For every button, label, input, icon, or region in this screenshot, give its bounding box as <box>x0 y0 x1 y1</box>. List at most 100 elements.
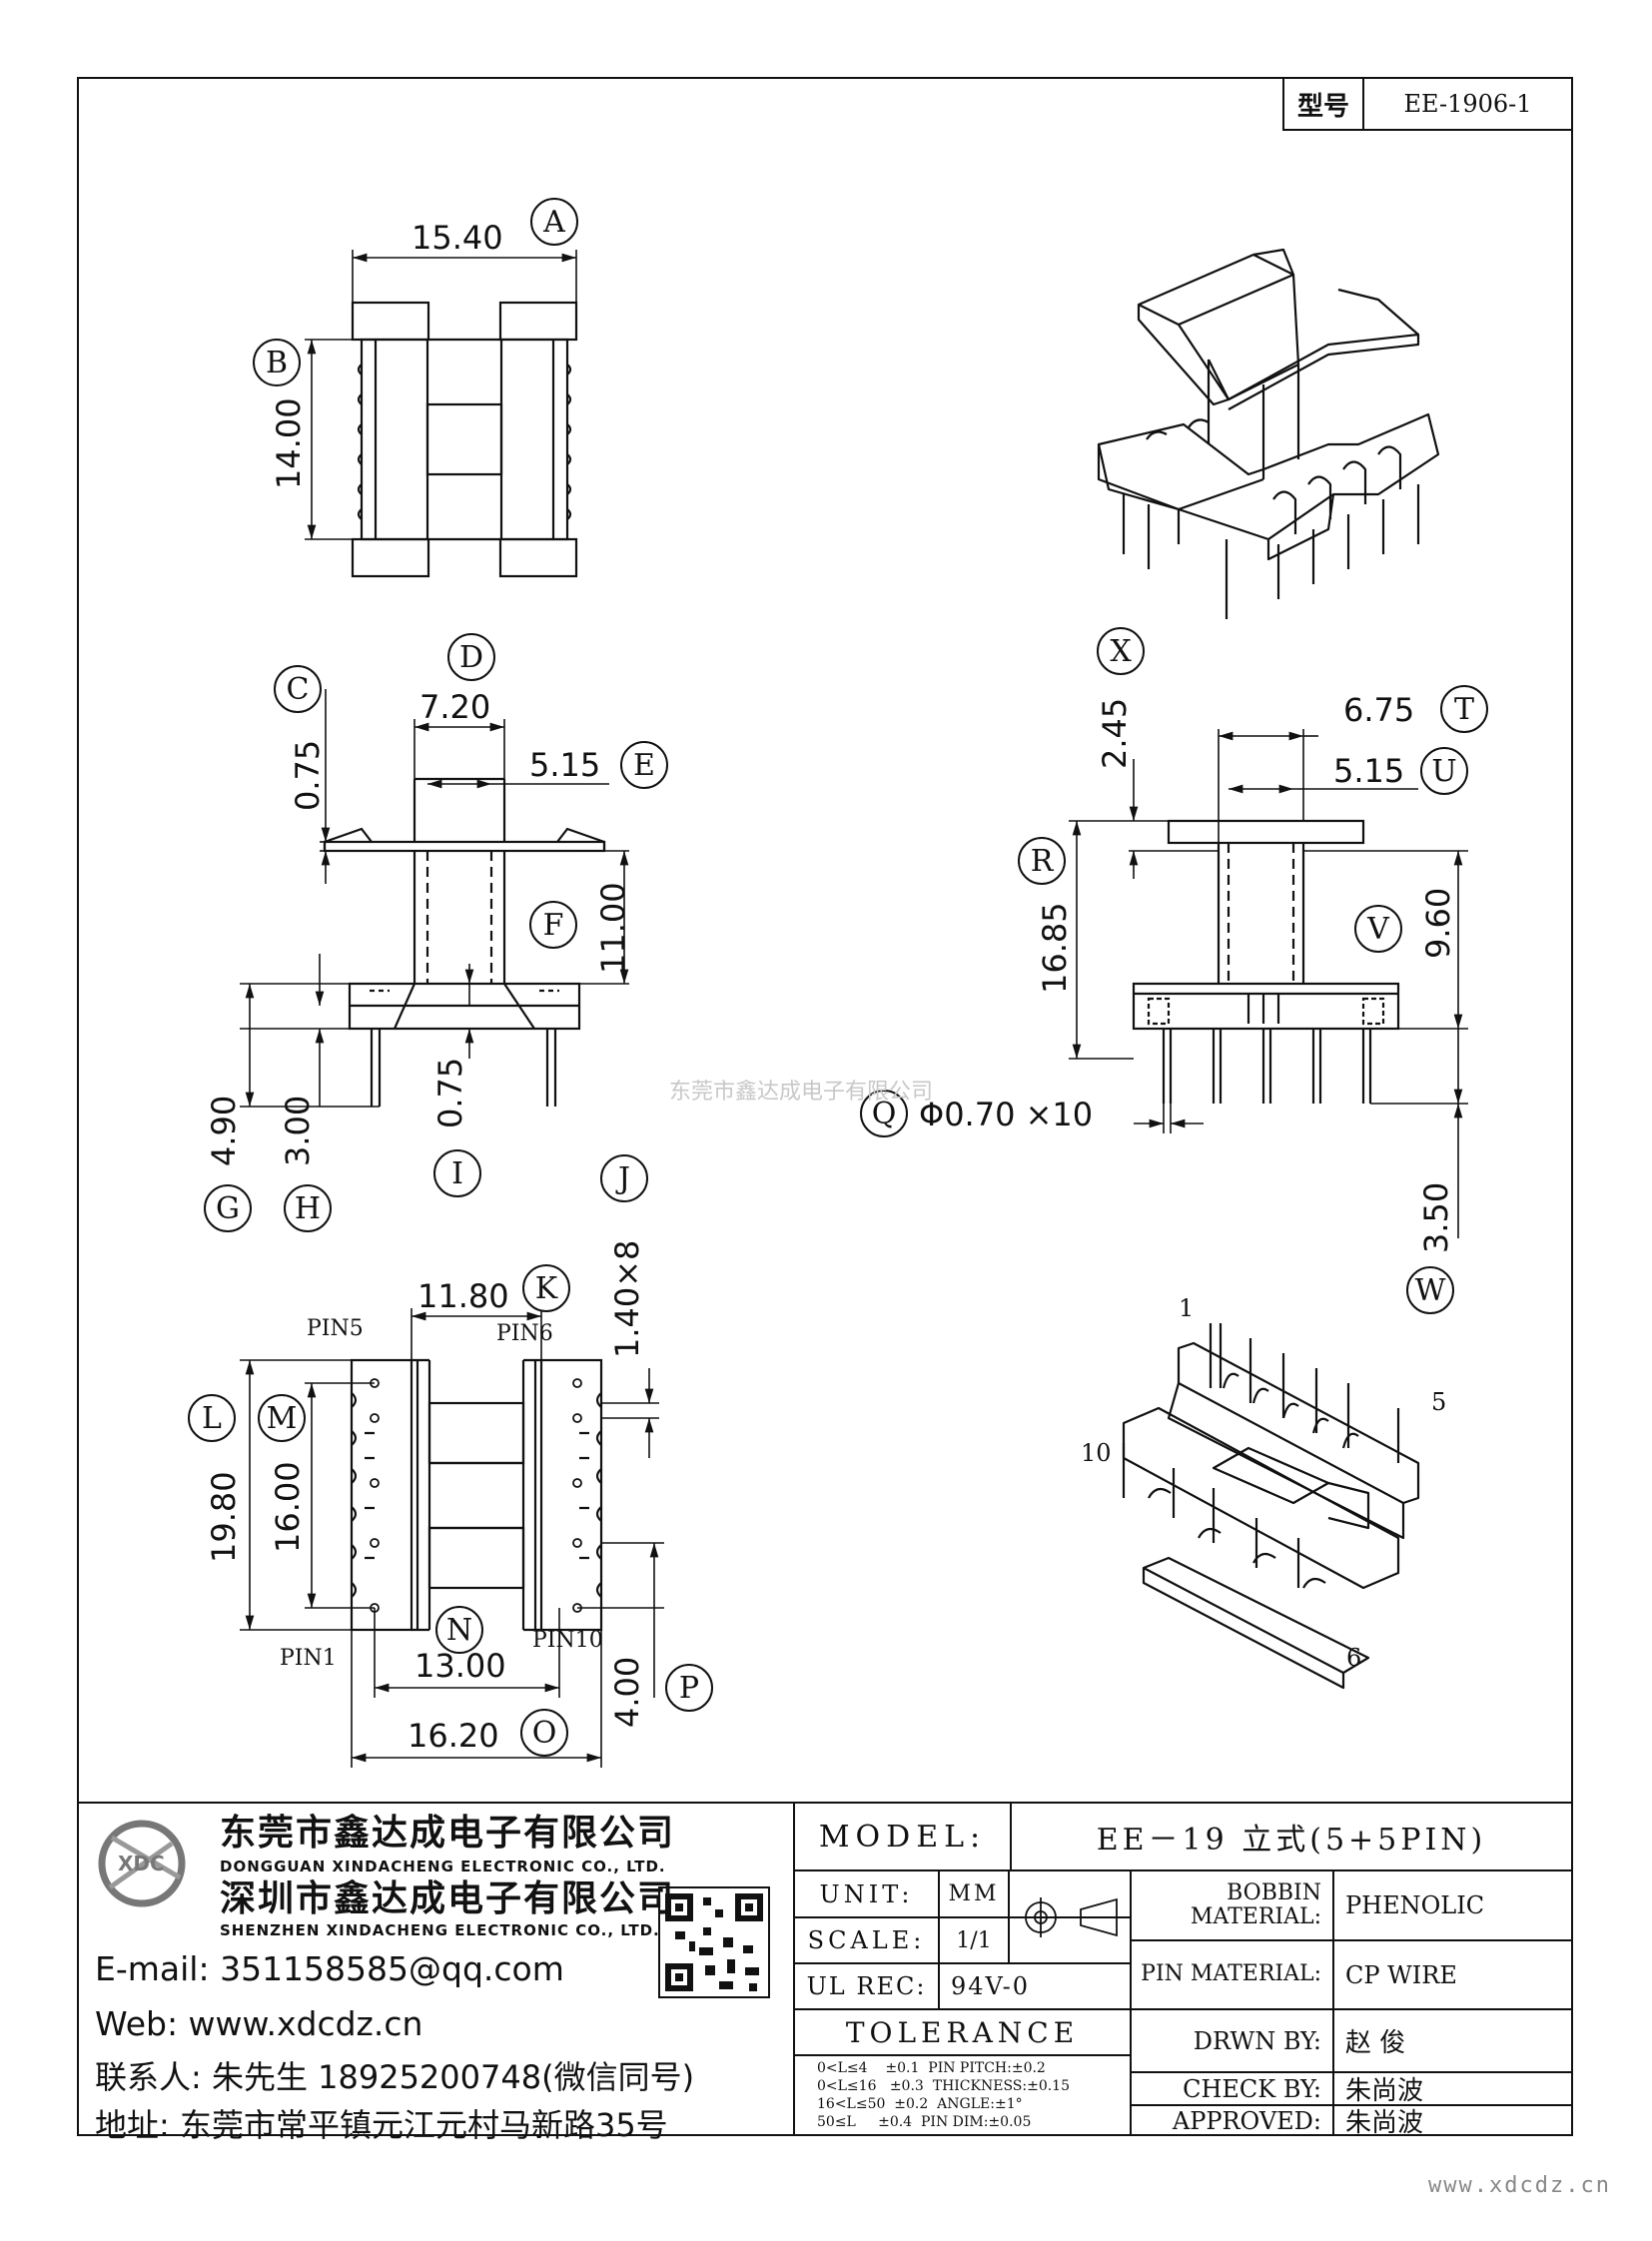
tb-bobbin-value: PHENOLIC <box>1345 1891 1485 1919</box>
dim-q-value: Φ0.70 ×10 <box>919 1096 1094 1133</box>
ref-n: N <box>445 1612 473 1648</box>
dim-j-value: 1.40×8 <box>608 1239 646 1358</box>
ref-t: T <box>1453 691 1474 727</box>
company-contact: 联系人: 朱先生 18925200748(微信同号) <box>95 2058 695 2096</box>
tb-tolerance-label: TOLERANCE <box>845 2015 1080 2049</box>
model-box-frame <box>1282 77 1573 131</box>
ref-r: R <box>1030 843 1054 879</box>
model-box-label: 型号 <box>1296 91 1349 122</box>
ref-g: G <box>216 1190 240 1226</box>
company-logo <box>98 1820 186 1907</box>
ref-u: U <box>1431 753 1457 789</box>
top-view <box>351 301 578 578</box>
ref-j: J <box>617 1160 631 1196</box>
ref-h: H <box>294 1190 322 1226</box>
tb-scale-label: SCALE: <box>807 1926 926 1954</box>
company-email[interactable]: E-mail: 351158585@qq.com <box>95 1949 564 1988</box>
sheet-border <box>77 77 1573 2136</box>
company-web[interactable]: Web: www.xdcdz.cn <box>95 2004 423 2043</box>
tb-unit-value: MM <box>948 1881 1000 1906</box>
company-name-cn-1: 东莞市鑫达成电子有限公司 <box>220 1813 676 1854</box>
tb-drawn-label: DRWN BY: <box>1193 2026 1321 2055</box>
company-name-cn-2: 深圳市鑫达成电子有限公司 <box>220 1878 676 1919</box>
tb-drawn-value: 赵 俊 <box>1345 2028 1406 2058</box>
company-name-en-1: DONGGUAN XINDACHENG ELECTRONIC CO., LTD. <box>220 1858 666 1875</box>
ref-i: I <box>451 1155 463 1191</box>
iso-pin-1: 1 <box>1179 1294 1195 1322</box>
ref-o: O <box>531 1715 557 1751</box>
title-block-grid <box>78 1802 1572 2135</box>
tb-ul-value: 94V-0 <box>951 1972 1031 2000</box>
ref-c: C <box>286 671 310 707</box>
dim-r-value: 16.85 <box>1036 902 1074 994</box>
front-view-dims <box>240 689 629 1108</box>
dim-t-value: 6.75 <box>1343 691 1415 729</box>
dim-b-value: 14.00 <box>270 397 308 489</box>
pin-label-6: PIN6 <box>496 1321 553 1346</box>
model-box-value: EE-1906-1 <box>1403 90 1532 118</box>
dim-c-value: 0.75 <box>289 739 327 811</box>
dim-v-value: 9.60 <box>1419 887 1457 959</box>
ref-b: B <box>265 345 289 380</box>
front-view <box>323 777 606 1107</box>
company-address: 地址: 东莞市常平镇元江元村马新路35号 <box>95 2106 668 2144</box>
tb-tolerance-row-1: 0<L≤4 ±0.1 PIN PITCH:±0.2 <box>817 2060 1046 2076</box>
tb-tolerance-row-4: 50≤L ±0.4 PIN DIM:±0.05 <box>817 2114 1032 2130</box>
ref-l: L <box>202 1400 222 1436</box>
dim-h-value: 3.00 <box>279 1095 317 1166</box>
ref-q: Q <box>871 1096 897 1131</box>
pin-label-1: PIN1 <box>280 1646 337 1671</box>
dim-g-value: 4.90 <box>205 1095 243 1166</box>
dim-k-value: 11.80 <box>417 1277 509 1315</box>
dim-w-value: 3.50 <box>1417 1181 1455 1253</box>
tb-tolerance-row-3: 16<L≤50 ±0.2 ANGLE:±1° <box>817 2096 1023 2112</box>
dim-p-value: 4.00 <box>608 1656 646 1728</box>
ref-k: K <box>534 1270 558 1306</box>
pin-label-5: PIN5 <box>307 1316 364 1341</box>
top-view-dims <box>305 250 577 540</box>
dim-l-value: 19.80 <box>205 1471 243 1563</box>
tb-approved-value: 朱尚波 <box>1345 2108 1424 2138</box>
dim-e-value: 5.15 <box>529 746 601 784</box>
dim-u-value: 5.15 <box>1333 752 1405 790</box>
side-view <box>1132 819 1400 1104</box>
iso-pin-6: 6 <box>1346 1644 1362 1672</box>
dim-x-value: 2.45 <box>1096 697 1134 769</box>
projection-symbol <box>1021 1897 1123 1937</box>
pin-label-10: PIN10 <box>532 1628 603 1653</box>
tb-bobbin-label: BOBBIN MATERIAL: <box>1190 1879 1321 1929</box>
reference-circles <box>188 198 1488 1757</box>
iso-pin-5: 5 <box>1431 1388 1447 1416</box>
dim-d-value: 7.20 <box>419 688 491 726</box>
tb-scale-value: 1/1 <box>956 1927 992 1953</box>
company-name-en-2: SHENZHEN XINDACHENG ELECTRONIC CO., LTD. <box>220 1921 660 1939</box>
iso-view-top <box>1097 248 1440 619</box>
tb-approved-label: APPROVED: <box>1172 2106 1321 2135</box>
footer-url[interactable]: www.xdcdz.cn <box>1428 2173 1611 2198</box>
tb-model-value: EE－19 立式(5+5PIN) <box>1096 1823 1487 1858</box>
iso-view-bottom <box>1122 1323 1420 1690</box>
tb-tolerance-row-2: 0<L≤16 ±0.3 THICKNESS:±0.15 <box>817 2078 1070 2094</box>
tb-check-value: 朱尚波 <box>1345 2076 1424 2106</box>
dim-f-value: 11.00 <box>594 882 632 974</box>
tb-check-label: CHECK BY: <box>1183 2074 1321 2103</box>
ref-e: E <box>633 747 655 783</box>
bottom-view <box>350 1358 603 1632</box>
dim-m-value: 16.00 <box>269 1461 307 1553</box>
side-view-dims <box>1069 729 1468 1238</box>
tb-unit-label: UNIT: <box>819 1879 914 1908</box>
dim-i-value: 0.75 <box>431 1057 469 1128</box>
ref-p: P <box>678 1670 700 1706</box>
tb-pin-value: CP WIRE <box>1345 1960 1457 1989</box>
ref-f: F <box>542 907 564 943</box>
ref-w: W <box>1414 1272 1446 1308</box>
logo-text: XDC <box>118 1852 165 1875</box>
ref-d: D <box>458 639 484 675</box>
tb-model-label: MODEL: <box>818 1819 987 1855</box>
ref-x: X <box>1110 633 1132 669</box>
dim-o-value: 16.20 <box>408 1717 499 1755</box>
qr-code <box>658 1886 770 1998</box>
bottom-view-pins <box>370 1378 582 1613</box>
tb-ul-label: UL REC: <box>806 1972 927 2000</box>
